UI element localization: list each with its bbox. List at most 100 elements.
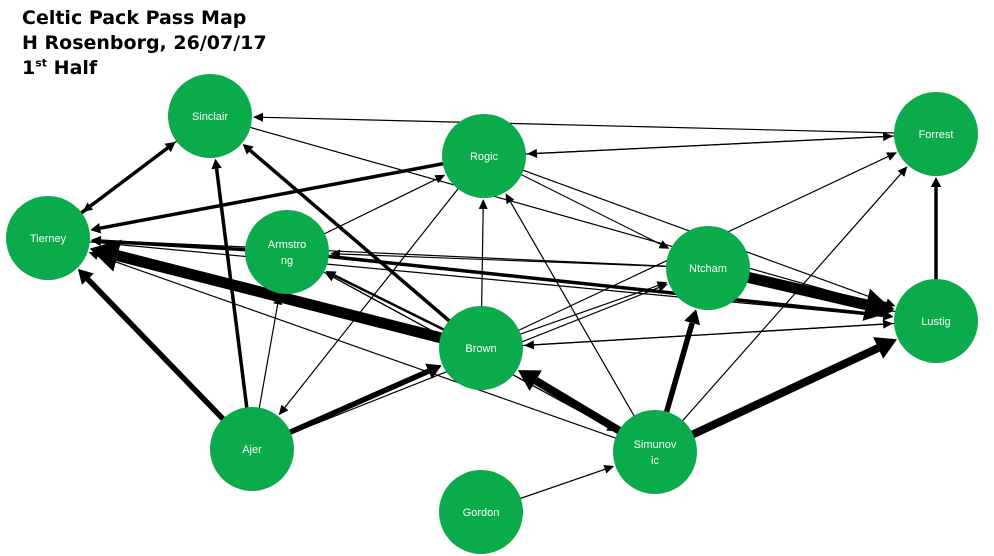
edge-layer (77, 112, 942, 500)
pass-arrowhead-simunovic-to-tierney (88, 251, 100, 260)
player-circle-ntcham (666, 226, 750, 310)
pass-arrowhead-armstrong-to-simunovic (606, 422, 618, 432)
player-label-simunovic-line1: Simunov (634, 439, 677, 451)
half-word: Half (47, 57, 98, 79)
pass-edge-rogic-to-forrest (523, 136, 884, 155)
pass-edge-brown-to-ntcham (518, 285, 659, 336)
player-node-lustig: Lustig (894, 279, 978, 363)
pass-arrowhead-ajer-to-ntcham (657, 283, 668, 292)
pass-edge-brown-to-sinclair (249, 149, 452, 324)
pass-edge-sinclair-to-tierney (89, 139, 179, 207)
player-node-forrest: Forrest (894, 92, 978, 176)
pass-edge-tierney-to-lustig (87, 241, 884, 317)
pass-edge-simunovic-to-rogic (509, 201, 636, 418)
player-node-tierney: Tierney (6, 196, 90, 280)
player-label-brown: Brown (465, 343, 496, 355)
player-label-armstrong-line2: ng (281, 255, 293, 267)
pass-edge-simunovic-to-forrest (681, 173, 902, 423)
title-line-2-text: H Rosenborg, 26/07/17 (22, 32, 267, 54)
pass-edge-ntcham-to-tierney (100, 239, 669, 267)
player-label-ntcham: Ntcham (689, 263, 727, 275)
pass-edge-lustig-to-ntcham (759, 279, 898, 313)
player-label-tierney: Tierney (30, 233, 67, 245)
pass-arrowhead-simunovic-to-brown (517, 370, 542, 391)
player-label-sinclair: Sinclair (192, 111, 228, 123)
pass-edge-ntcham-to-armstrong (339, 253, 669, 268)
pass-edge-ajer-to-tierney (85, 277, 227, 423)
pass-arrowhead-rogic-to-tierney (90, 223, 102, 234)
half-ordinal: st (35, 56, 48, 70)
player-label-armstrong-line1: Armstro (268, 239, 307, 251)
pass-arrowhead-simunovic-to-ntcham (684, 309, 701, 326)
player-label-rogic: Rogic (470, 151, 499, 163)
pass-edge-simunovic-to-brown (533, 377, 623, 435)
player-node-rogic: Rogic (442, 114, 526, 198)
pass-arrowhead-brown-to-tierney (89, 239, 122, 272)
pass-edge-simunovic-to-lustig (689, 344, 880, 439)
pass-edge-sinclair-to-lustig (248, 126, 886, 308)
pass-edge-ajer-to-brown (287, 368, 430, 436)
player-label-simunovic-line2: ic (651, 455, 659, 467)
pass-arrowhead-tierney-to-lustig (882, 311, 894, 321)
player-node-gordon: Gordon (439, 470, 523, 554)
pass-edge-armstrong-to-tierney (100, 239, 248, 252)
player-circle-sinclair (168, 74, 252, 158)
pass-edge-brown-to-armstrong (333, 274, 446, 332)
title-block: Celtic Pack Pass Map H Rosenborg, 26/07/… (22, 6, 267, 81)
pass-arrowhead-simunovic-to-rogic (505, 193, 515, 205)
pass-arrowhead-brown-to-lustig (882, 319, 894, 329)
player-node-brown: Brown (439, 306, 523, 390)
player-circle-brown (439, 306, 523, 390)
pass-edge-ajer-to-sinclair (214, 168, 249, 410)
pass-arrowhead-ajer-to-sinclair (211, 158, 222, 170)
pass-edge-ajer-to-armstrong (258, 304, 279, 410)
player-node-armstrong: Armstro ng (245, 210, 329, 294)
pass-arrowhead-simunovic-to-forrest (897, 166, 908, 177)
pass-arrowhead-rogic-to-forrest (882, 132, 894, 142)
player-label-gordon: Gordon (463, 507, 500, 519)
player-node-simunovic: Simunov ic (613, 410, 697, 494)
pass-arrowhead-lustig-to-ntcham (749, 275, 761, 285)
player-circle-lustig (894, 279, 978, 363)
player-circle-rogic (442, 114, 526, 198)
pass-edge-forrest-to-sinclair (262, 116, 897, 134)
player-circle-ajer (210, 407, 294, 491)
pass-arrowhead-lustig-to-forrest (930, 177, 942, 187)
title-line-1: Celtic Pack Pass Map (22, 7, 247, 29)
player-circle-simunovic (613, 410, 697, 494)
pass-edge-gordon-to-simunovic (518, 468, 606, 500)
pass-edge-rogic-to-tierney (99, 161, 446, 230)
player-circle-armstrong (245, 210, 329, 294)
pass-arrowhead-brown-to-forrest (886, 152, 898, 161)
player-node-ajer: Ajer (210, 407, 294, 491)
pass-edge-brown-to-rogic (481, 208, 484, 309)
pass-arrowhead-forrest-to-sinclair (253, 112, 264, 122)
player-label-ajer: Ajer (242, 444, 262, 456)
pass-edge-armstrong-to-rogic (322, 178, 437, 236)
player-node-sinclair: Sinclair (168, 74, 252, 158)
pass-arrowhead-armstrong-to-rogic (434, 174, 446, 184)
pass-edge-brown-to-lustig (520, 323, 884, 347)
pass-arrowhead-sinclair-to-tierney (82, 202, 93, 213)
player-label-lustig: Lustig (921, 316, 950, 328)
pass-edge-simunovic-to-ntcham (663, 322, 695, 415)
pass-arrowhead-ajer-to-brown (425, 363, 442, 379)
pass-arrowhead-brown-to-sinclair (242, 144, 254, 155)
title-line-2: H Rosenborg, 26/07/17 (22, 31, 267, 56)
pass-arrowhead-sinclair-to-lustig (883, 302, 895, 311)
pass-edge-rogic-to-ajer (284, 187, 460, 408)
pass-arrowhead-brown-to-rogic (478, 199, 488, 210)
player-node-ntcham: Ntcham (666, 226, 750, 310)
pass-arrowhead-simunovic-to-lustig (873, 337, 897, 359)
pass-edge-simunovic-to-tierney (97, 255, 618, 440)
pass-edge-rogic-to-ntcham (519, 173, 661, 245)
player-circle-tierney (6, 196, 90, 280)
pass-arrowhead-gordon-to-simunovic (603, 465, 615, 474)
half-number: 1 (22, 57, 36, 79)
player-circle-forrest (894, 92, 978, 176)
player-circle-gordon (439, 470, 523, 554)
player-label-forrest: Forrest (919, 129, 954, 141)
